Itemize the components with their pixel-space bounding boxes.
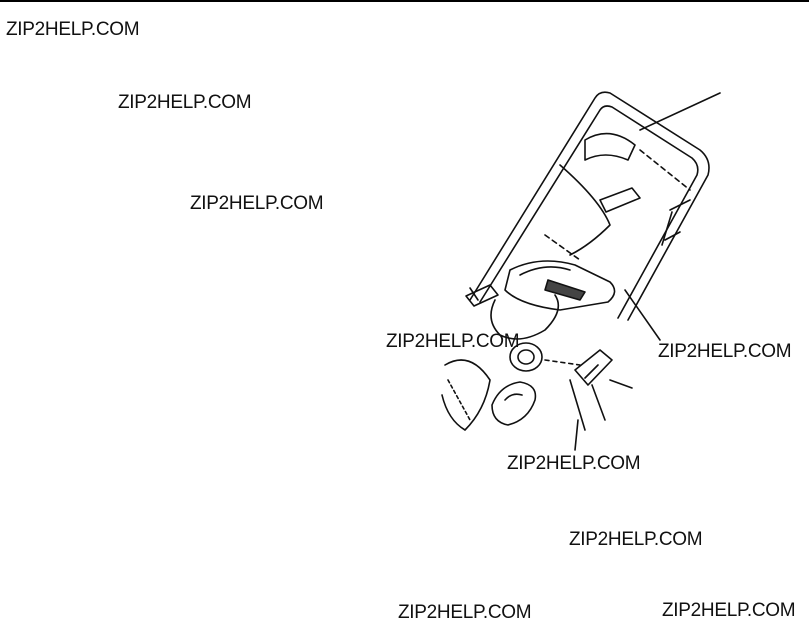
- watermark: ZIP2HELP.COM: [662, 600, 796, 621]
- watermark: ZIP2HELP.COM: [118, 92, 252, 113]
- control-lever: [599, 187, 641, 213]
- side-shroud: [441, 359, 491, 431]
- watermark: ZIP2HELP.COM: [190, 193, 324, 214]
- handle-inner-bar: [479, 105, 699, 319]
- control-cable: [559, 164, 611, 256]
- knob-inner: [517, 349, 535, 365]
- handle-outer-bar: [469, 91, 710, 321]
- side-shroud-detail: [447, 379, 471, 421]
- watermark: ZIP2HELP.COM: [507, 453, 641, 474]
- base-housing-top: [519, 266, 571, 276]
- left-hardware: [465, 284, 499, 307]
- top-rule: [0, 0, 809, 2]
- cover-cap-inner: [504, 393, 523, 401]
- cover-cap: [491, 381, 537, 426]
- base-housing: [504, 260, 616, 311]
- watermark: ZIP2HELP.COM: [386, 331, 520, 352]
- lower-shroud: [490, 294, 560, 340]
- dashed-guide-2: [544, 234, 581, 261]
- leader-line-lower: [609, 379, 633, 389]
- dashed-guide-1: [639, 149, 691, 191]
- leader-line-right: [624, 289, 661, 341]
- upper-grip: [584, 132, 636, 161]
- knob-dash: [544, 359, 581, 366]
- watermark: ZIP2HELP.COM: [569, 529, 703, 550]
- watermark: ZIP2HELP.COM: [658, 341, 792, 362]
- right-bracket: [661, 199, 691, 246]
- watermark: ZIP2HELP.COM: [6, 19, 140, 40]
- watermark: ZIP2HELP.COM: [398, 602, 532, 623]
- clamp-part-2: [569, 379, 606, 431]
- clamp-part: [574, 349, 613, 386]
- leader-line-bottom: [574, 419, 579, 451]
- leader-line-top: [639, 92, 721, 131]
- knob-outer: [509, 342, 543, 372]
- base-detail: [544, 279, 586, 301]
